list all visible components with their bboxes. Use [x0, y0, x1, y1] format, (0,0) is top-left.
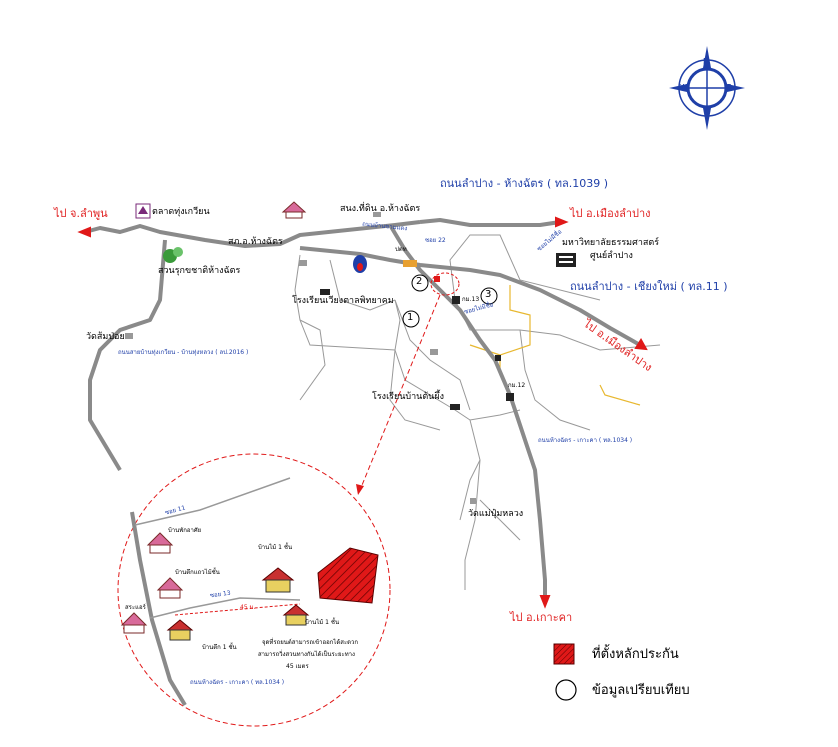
place-school-2: โรงเรียนบ้านต้นผึ้ง	[372, 392, 444, 402]
compass-north: N	[703, 57, 710, 66]
inset-map	[117, 453, 391, 727]
km12-label: กม.12	[508, 382, 526, 389]
road-label-1039: ถนนลำปาง - ห้างฉัตร ( ทล.1039 )	[440, 177, 609, 190]
legend-collateral-label: ที่ตั้งหลักประกัน	[592, 647, 679, 662]
compass-east: E	[727, 83, 732, 91]
inset-house-c: บ้านไม้ 1 ชั้น	[258, 544, 293, 551]
to-lamphun: ไป จ.ลำพูน	[54, 207, 108, 220]
inset-house-a: บ้านพักอาศัย	[168, 527, 202, 534]
legend-comparison-label: ข้อมูลเปรียบเทียบ	[592, 683, 690, 698]
place-temple-1: วัดส้มป่อย	[86, 332, 125, 342]
road-label-soi22: ซอย 22	[425, 237, 446, 244]
comparison-markers	[402, 274, 498, 328]
place-landoffice: สนง.ที่ดิน อ.ห้างฉัตร	[340, 204, 421, 214]
compass-icon	[669, 46, 745, 130]
marker-3	[480, 287, 498, 305]
compass-west: W	[680, 83, 687, 91]
place-rukkhachat: สวนรุกขชาติห้างฉัตร	[158, 266, 241, 276]
inset-note-1: จุดที่รถยนต์สามารถเข้าออกได้สะดวก	[262, 639, 359, 646]
marker-2	[411, 274, 429, 292]
legend-collateral-swatch	[553, 643, 575, 665]
place-university-2: ศูนย์ลำปาง	[590, 251, 633, 261]
direction-arrows	[77, 216, 648, 609]
place-police: สภ.อ.ห้างฉัตร	[228, 237, 283, 247]
inset-note-2: สามารถวิ่งสวนทางกันได้เป็นระยะทาง	[258, 651, 355, 658]
inset-houses	[120, 532, 310, 641]
inset-house-e: สระแอร์	[125, 604, 146, 611]
place-ptt: ปตท	[395, 246, 407, 253]
compass-south: S	[704, 109, 709, 117]
place-school-1: โรงเรียนเวียงตาลพิทยาคม	[292, 296, 394, 306]
road-label-1034: ถนนห้างฉัตร - เกาะคา ( ทล.1034 )	[538, 437, 633, 444]
to-mueang-lampang-1: ไป อ.เมืองลำปาง	[570, 207, 651, 220]
place-thungkwian: ตลาดทุ่งเกวียน	[152, 207, 210, 217]
road-label-11: ถนนลำปาง - เชียงใหม่ ( ทล.11 )	[570, 280, 728, 293]
place-icons	[125, 201, 576, 504]
place-university: มหาวิทยาลัยธรรมศาสตร์	[562, 238, 660, 248]
inset-house-f: บ้านตึก 1 ชั้น	[202, 644, 237, 651]
to-ko-kha: ไป อ.เกาะคา	[510, 611, 573, 624]
marker-1-label: 1	[407, 312, 414, 323]
km13-label: กม.13	[462, 296, 480, 303]
inset-house-b: บ้านตึกแถวไม้ชั้น	[175, 569, 220, 576]
inset-house-d: บ้านไม้ 1 ชั้น	[305, 619, 340, 626]
legend-comparison-swatch	[555, 679, 577, 701]
place-temple-2: วัดแม่ปุ๋มหลวง	[468, 509, 524, 519]
inset-road-bottom: ถนนห้างฉัตร - เกาะคา ( ทล.1034 )	[190, 679, 285, 686]
inset-note-3: 45 เมตร	[286, 663, 309, 670]
marker-3-label: 3	[485, 289, 492, 300]
road-label-2016: ถนนสายบ้านทุ่งเกวียน - บ้านทุ่งหลวง ( ลป…	[118, 349, 249, 356]
marker-1	[402, 310, 420, 328]
marker-2-label: 2	[416, 276, 423, 287]
inset-distance: 45 ม.	[240, 604, 256, 611]
